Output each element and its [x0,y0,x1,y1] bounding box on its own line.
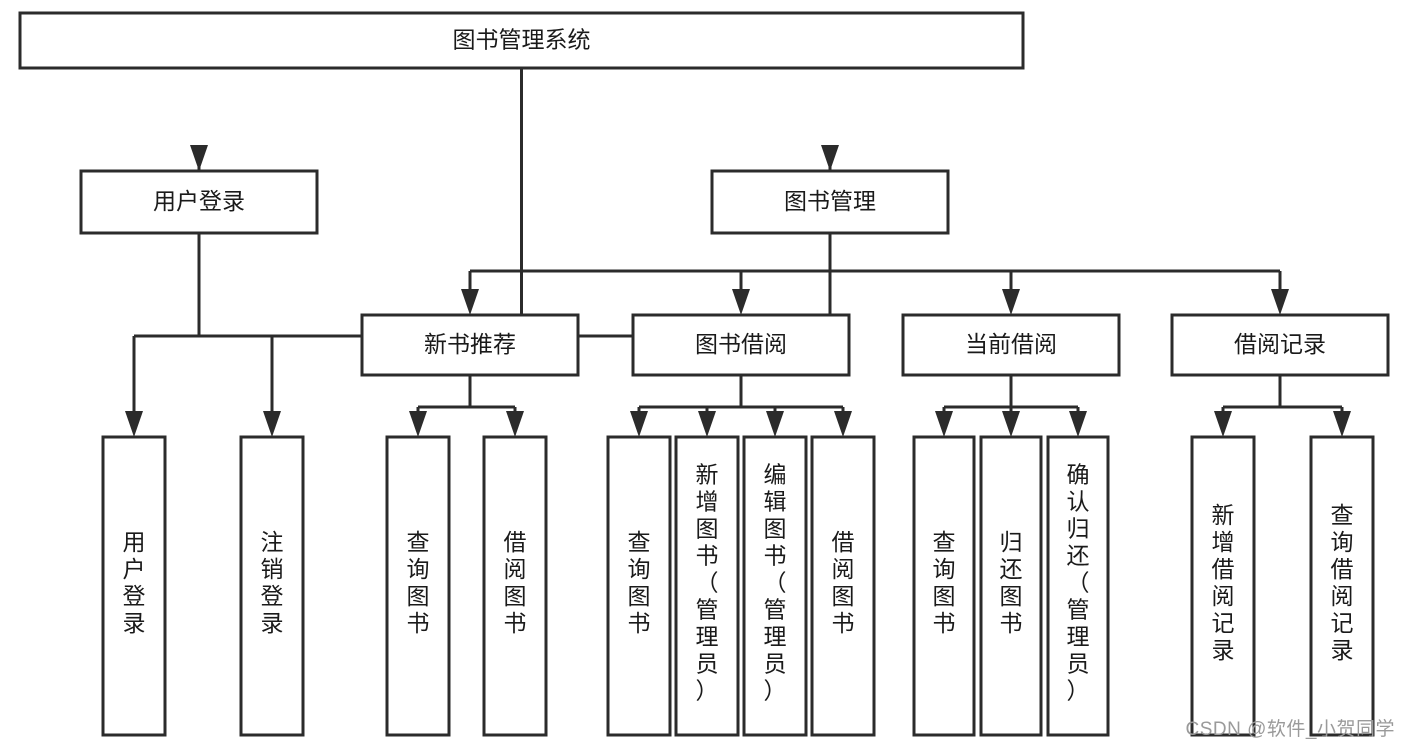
node-box-query-borrow-record [1309,435,1375,737]
node-label-return-book: 归还图书 [1000,529,1023,636]
node-layer: 图书管理系统用户登录图书管理用户登录注销登录新书推荐图书借阅当前借阅借阅记录查询… [18,11,1390,737]
node-label-user-login-do: 用户登录 [123,529,146,636]
node-query-book-3[interactable]: 查询图书 [912,435,976,737]
node-box-book-borrow [631,313,851,377]
node-box-query-book-2 [606,435,672,737]
arrow-head-icon-edit-book-admin [766,411,784,437]
node-box-return-book [979,435,1043,737]
node-label-user-logout: 注销登录 [261,529,284,636]
node-box-edit-book-admin [742,435,808,737]
node-label-query-book-3: 查询图书 [933,529,956,636]
node-add-book-admin[interactable]: 新增图书（管理员） [674,435,740,737]
node-box-root [18,11,1025,70]
node-current-borrow[interactable]: 当前借阅 [901,313,1121,377]
node-borrow-book-2[interactable]: 借阅图书 [810,435,876,737]
arrow-head-icon-return-book [1002,411,1020,437]
node-box-borrow-book-1 [482,435,548,737]
arrow-head-icon-user-login-do [125,411,143,437]
node-label-book-borrow: 图书借阅 [695,331,787,357]
node-add-borrow-record[interactable]: 新增借阅记录 [1190,435,1256,737]
node-box-current-borrow [901,313,1121,377]
node-label-borrow-book-2: 借阅图书 [832,529,855,636]
node-label-confirm-return-admin: 确认归还（管理员） [1067,462,1090,704]
node-label-borrow-book-1: 借阅图书 [504,529,527,636]
node-label-borrow-record: 借阅记录 [1234,331,1326,357]
arrow-head-icon-add-borrow-record [1214,411,1232,437]
arrow-head-icon-new-book-recommend [461,289,479,315]
arrow-head-icon-borrow-book-2 [834,411,852,437]
node-root[interactable]: 图书管理系统 [18,11,1025,70]
node-query-borrow-record[interactable]: 查询借阅记录 [1309,435,1375,737]
node-book-borrow[interactable]: 图书借阅 [631,313,851,377]
arrow-head-icon-query-book-2 [630,411,648,437]
node-box-user-login [79,169,319,235]
node-box-confirm-return-admin [1046,435,1110,737]
node-box-borrow-record [1170,313,1390,377]
arrow-head-icon-book-manage [821,145,839,171]
arrow-head-icon-borrow-record [1271,289,1289,315]
node-new-book-recommend[interactable]: 新书推荐 [360,313,580,377]
node-box-add-borrow-record [1190,435,1256,737]
node-box-new-book-recommend [360,313,580,377]
node-confirm-return-admin[interactable]: 确认归还（管理员） [1046,435,1110,737]
node-user-login[interactable]: 用户登录 [79,169,319,235]
node-book-manage[interactable]: 图书管理 [710,169,950,235]
node-label-add-book-admin: 新增图书（管理员） [696,462,719,704]
node-user-logout[interactable]: 注销登录 [239,435,305,737]
arrow-head-icon-query-book-1 [409,411,427,437]
node-return-book[interactable]: 归还图书 [979,435,1043,737]
arrow-head-icon-add-book-admin [698,411,716,437]
node-box-borrow-book-2 [810,435,876,737]
node-label-book-manage: 图书管理 [784,188,876,214]
arrow-head-icon-book-borrow [732,289,750,315]
node-label-query-borrow-record: 查询借阅记录 [1331,502,1354,663]
node-edit-book-admin[interactable]: 编辑图书（管理员） [742,435,808,737]
node-label-query-book-1: 查询图书 [407,529,430,636]
node-label-root: 图书管理系统 [453,27,591,53]
node-label-query-book-2: 查询图书 [628,529,651,636]
node-user-login-do[interactable]: 用户登录 [101,435,167,737]
node-borrow-record[interactable]: 借阅记录 [1170,313,1390,377]
arrow-head-icon-query-borrow-record [1333,411,1351,437]
node-label-user-login: 用户登录 [153,188,245,214]
node-box-user-logout [239,435,305,737]
connector-layer [125,68,1351,437]
node-query-book-1[interactable]: 查询图书 [385,435,451,737]
node-box-query-book-3 [912,435,976,737]
node-box-add-book-admin [674,435,740,737]
node-borrow-book-1[interactable]: 借阅图书 [482,435,548,737]
node-label-new-book-recommend: 新书推荐 [424,331,516,357]
node-box-query-book-1 [385,435,451,737]
arrow-head-icon-user-logout [263,411,281,437]
arrow-head-icon-query-book-3 [935,411,953,437]
node-label-current-borrow: 当前借阅 [965,331,1057,357]
node-box-user-login-do [101,435,167,737]
node-label-edit-book-admin: 编辑图书（管理员） [764,462,787,704]
arrow-head-icon-confirm-return-admin [1069,411,1087,437]
arrow-head-icon-borrow-book-1 [506,411,524,437]
node-query-book-2[interactable]: 查询图书 [606,435,672,737]
node-box-book-manage [710,169,950,235]
arrow-head-icon-user-login [190,145,208,171]
node-label-add-borrow-record: 新增借阅记录 [1212,502,1235,663]
arrow-head-icon-current-borrow [1002,289,1020,315]
